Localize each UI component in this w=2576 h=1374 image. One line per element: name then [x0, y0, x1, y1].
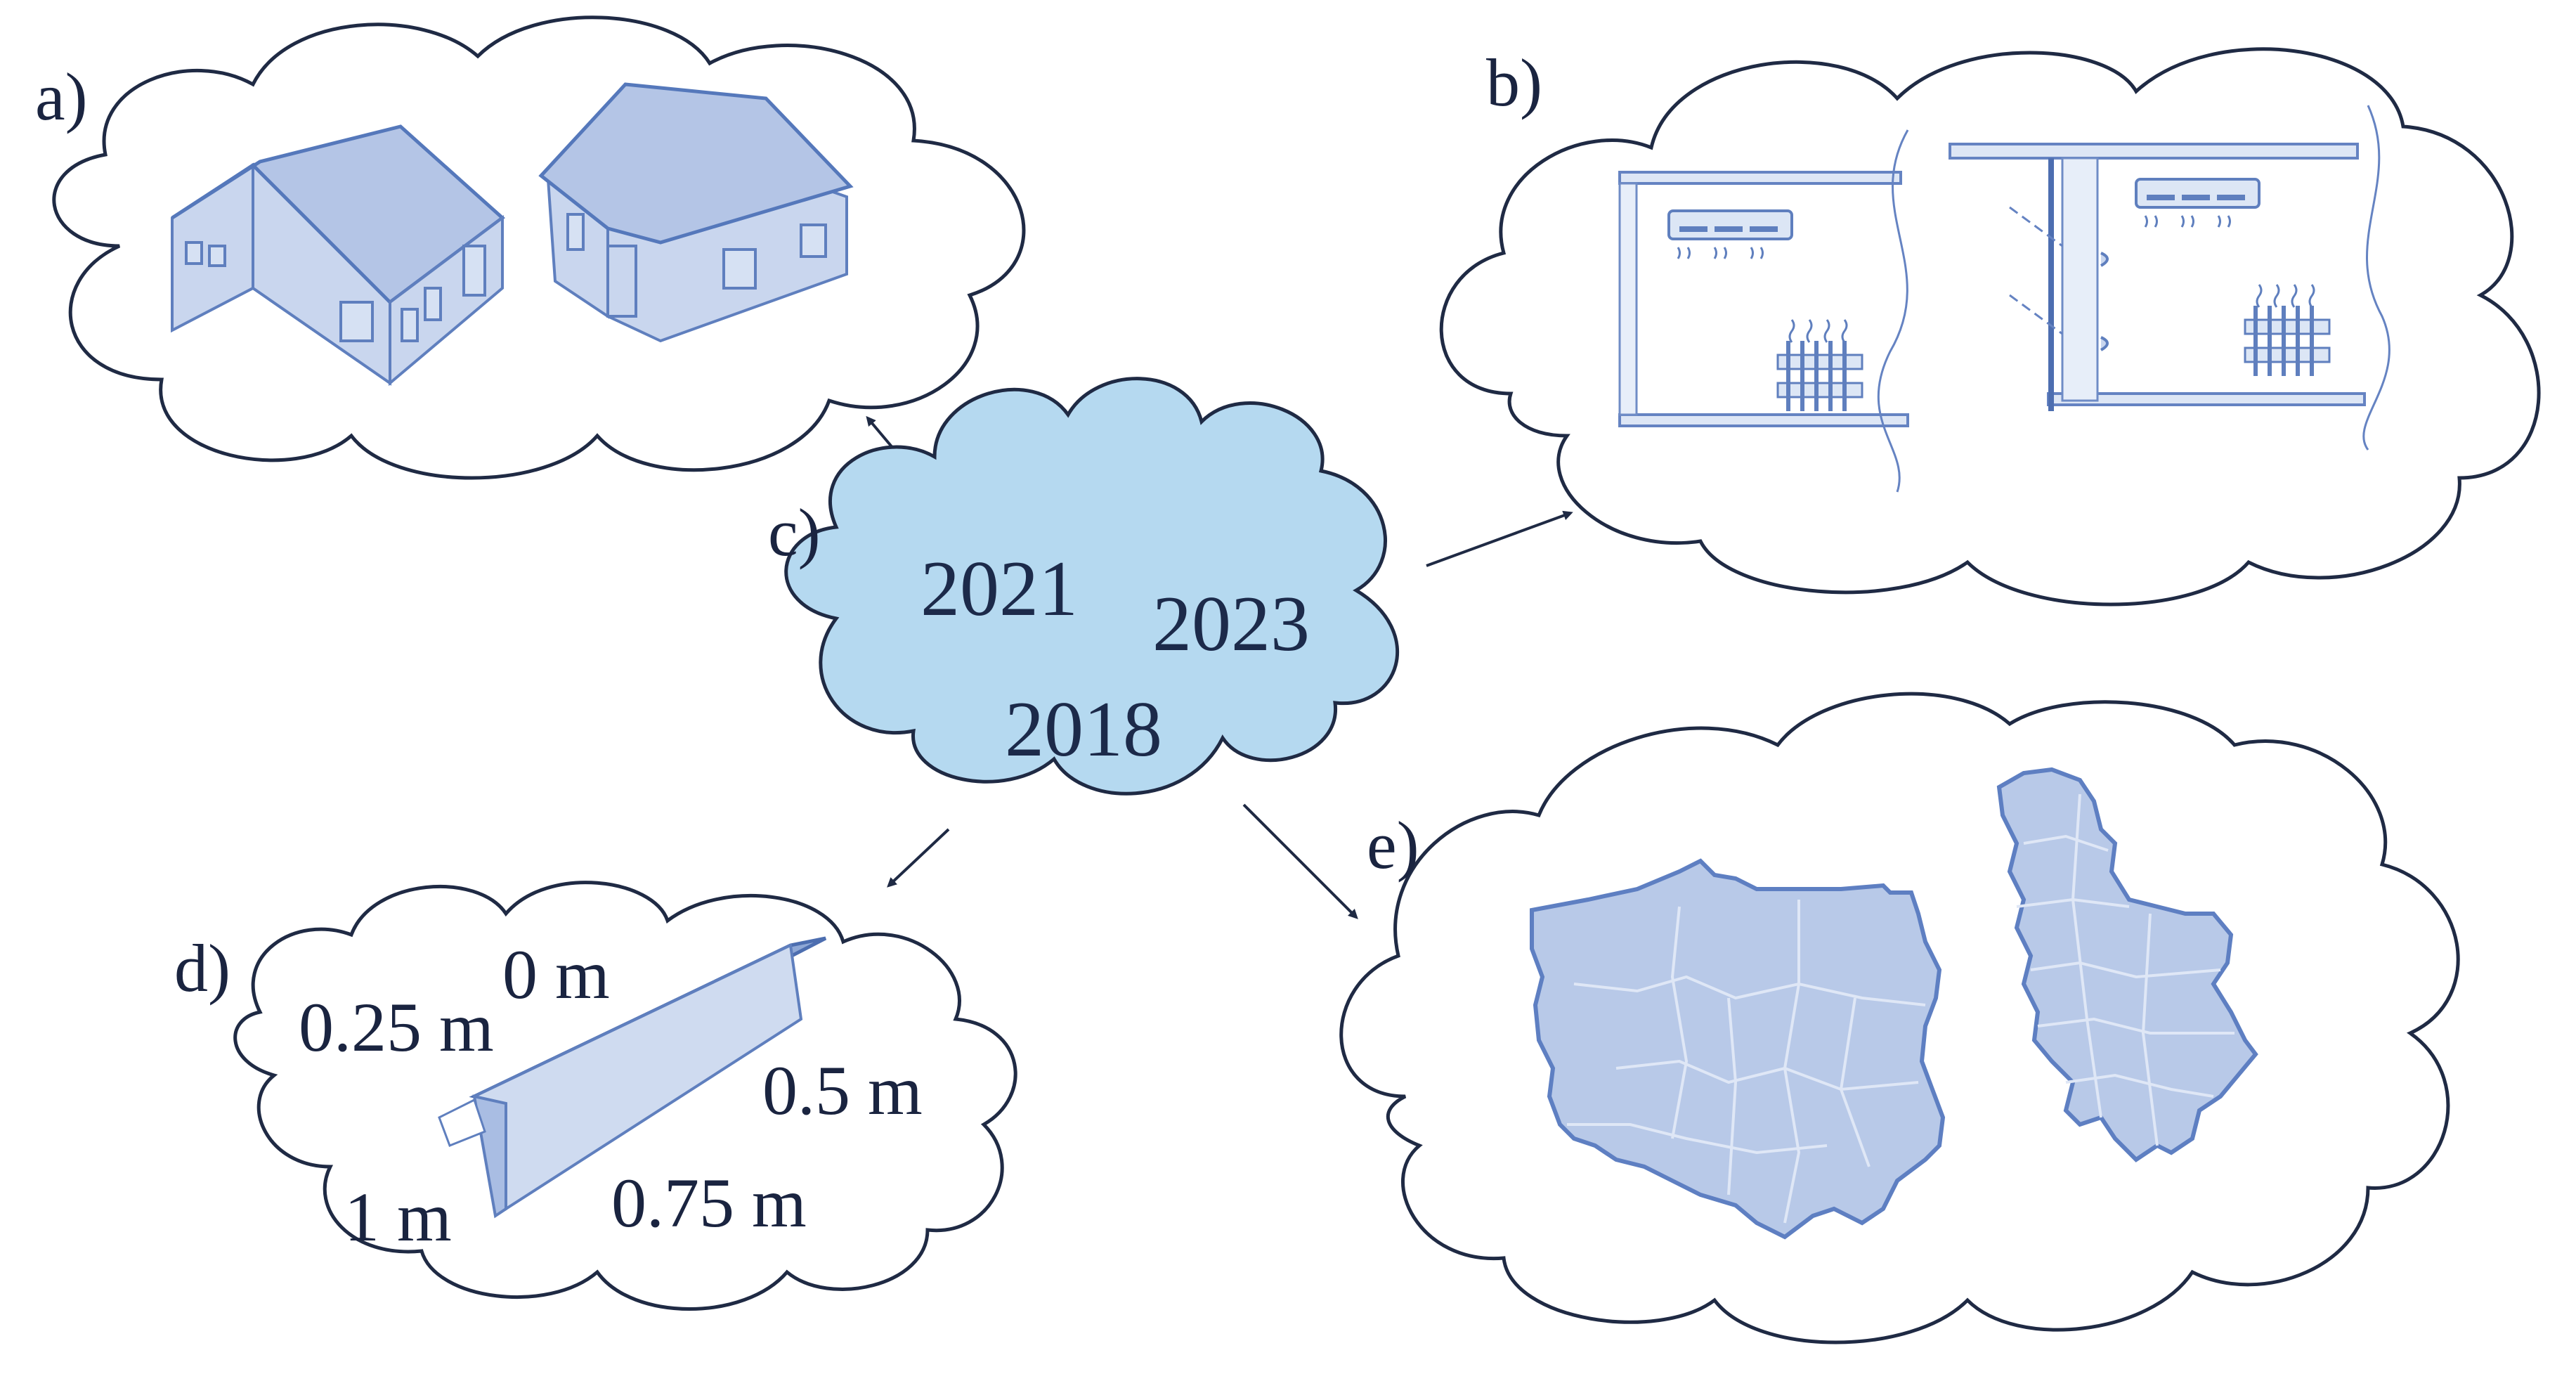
air-conditioner-icon: [2135, 178, 2260, 228]
distance-0-75m: 0.75 m: [611, 1164, 807, 1242]
room-right: [1949, 105, 2390, 451]
country-map-icon: [1996, 767, 2258, 1162]
arrow-to-e: [1242, 803, 1358, 919]
year-2021: 2021: [921, 545, 1078, 633]
cloud-b: [1439, 47, 2541, 607]
overhang-icon: [438, 936, 827, 1219]
label-d: d): [174, 931, 230, 1006]
brick-wall-icon: [1618, 182, 1638, 416]
house-icon: [538, 82, 854, 343]
label-c: c): [768, 495, 821, 570]
year-2023: 2023: [1152, 581, 1310, 668]
radiator-icon: [2244, 284, 2331, 376]
arrow-to-b: [1426, 510, 1573, 567]
house-icon: [171, 124, 505, 387]
label-b: b): [1486, 45, 1542, 120]
distance-0m: 0 m: [502, 935, 610, 1013]
country-map-icon: [1530, 858, 1946, 1240]
room-left: [1618, 129, 1909, 493]
distance-1m: 1 m: [344, 1178, 452, 1256]
brick-wall-icon: [2061, 157, 2099, 402]
radiator-icon: [1776, 319, 1863, 411]
year-2018: 2018: [1005, 686, 1162, 773]
distance-0-25m: 0.25 m: [299, 988, 494, 1066]
label-e: e): [1367, 808, 1419, 883]
label-a: a): [35, 59, 88, 134]
air-conditioner-icon: [1667, 209, 1793, 259]
cloud-c: [784, 377, 1400, 796]
arrow-to-d: [887, 828, 950, 888]
distance-0-5m: 0.5 m: [762, 1051, 923, 1129]
